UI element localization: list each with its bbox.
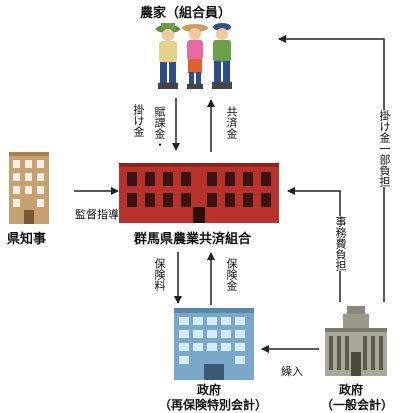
arrow-admin-cost [287, 187, 341, 302]
gov-reinsurance-label-line1: 政府 [197, 383, 222, 397]
edge-label-reinsurance-premium: 保険料 [153, 258, 166, 291]
governor-building-icon [9, 152, 49, 224]
edge-label-premium-line1: 掛け金 [132, 104, 145, 137]
edge-label-premium-line2: 賦課金・ [153, 106, 166, 150]
farmers-label: 農家（組合員） [140, 6, 232, 21]
gov-general-label-line2: （一般会計） [321, 398, 394, 412]
gov-reinsurance-label-line2: （再保険特別会計） [159, 398, 268, 412]
gov-reinsurance-building-icon [174, 308, 254, 380]
edge-label-mutual-aid: 共済金 [225, 106, 238, 139]
edge-label-admin-cost: 事務費負担 [334, 216, 347, 271]
association-label: 群馬県農業共済組合 [134, 232, 252, 247]
edge-label-premium-partial: 掛け金一部負担 [378, 110, 391, 187]
edge-label-insurance-payment: 保険金 [225, 258, 238, 291]
farmers-illustration [156, 23, 232, 89]
edge-label-supervision: 監督指導 [75, 208, 119, 221]
arrow-premium-partial [278, 35, 385, 302]
edge-label-transfer: 繰入 [281, 365, 303, 378]
governor-label: 県知事 [7, 232, 47, 247]
association-building-icon [119, 163, 279, 223]
gov-general-building-icon [325, 306, 387, 376]
gov-general-label-line1: 政府 [339, 383, 364, 397]
